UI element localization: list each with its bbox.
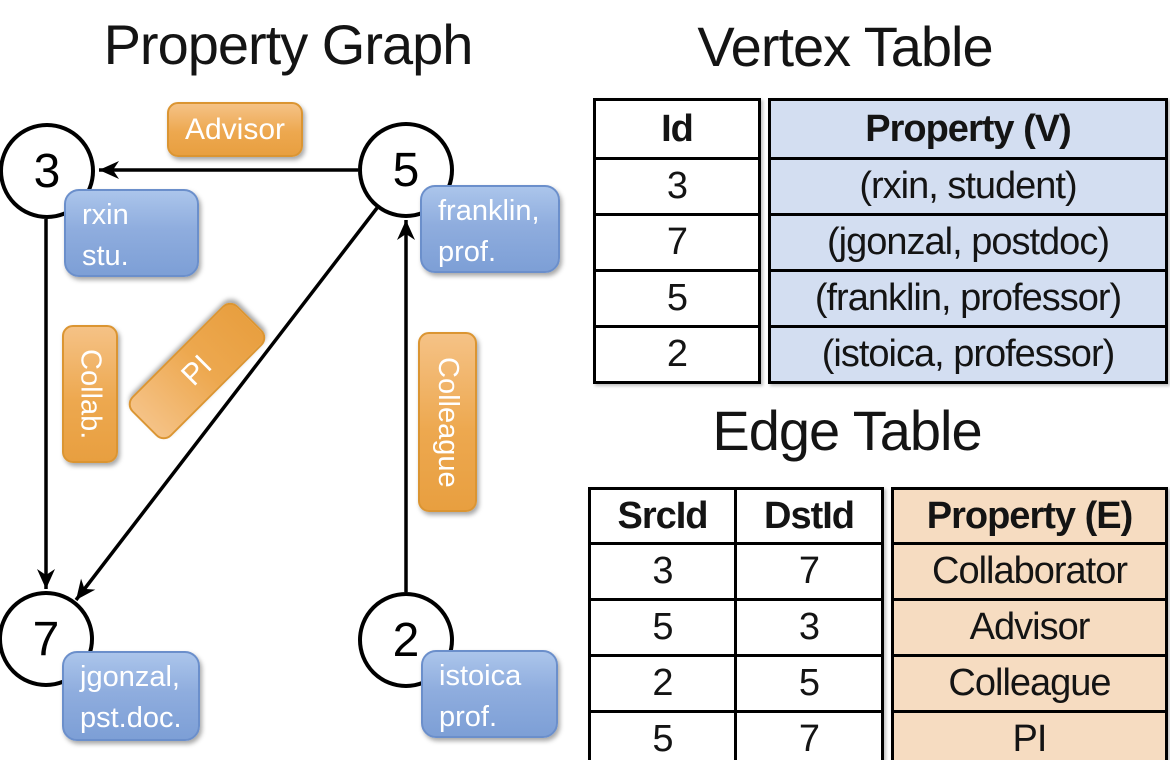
vertex-node-5: 5 xyxy=(358,122,454,218)
property-line: prof. xyxy=(439,701,498,733)
vertex-id: 3 xyxy=(33,144,61,198)
table-cell: 5 xyxy=(591,710,734,760)
edge-table-ids-group: SrcId 3 5 2 5 DstId 7 3 5 7 xyxy=(588,487,884,760)
table-cell: 7 xyxy=(596,213,758,269)
edge-label-collab: Collab. xyxy=(62,325,118,463)
vertex-id: 2 xyxy=(392,613,420,667)
edge-table: SrcId 3 5 2 5 DstId 7 3 5 7 Property (E)… xyxy=(588,487,1168,760)
edge-label-pi: PI xyxy=(124,298,270,444)
table-cell: 5 xyxy=(737,654,881,710)
edge-table-header-property: Property (E) xyxy=(894,490,1165,542)
vertex-property-box-istoica: istoica prof. xyxy=(421,650,558,738)
vertex-table: Id 3 7 5 2 Property (V) (rxin, student) … xyxy=(593,98,1168,384)
vertex-table-property-group: Property (V) (rxin, student) (jgonzal, p… xyxy=(768,98,1168,384)
table-cell: 7 xyxy=(737,542,881,598)
vertex-id: 7 xyxy=(32,612,60,666)
table-cell: 5 xyxy=(591,598,734,654)
edge-table-header-srcid: SrcId xyxy=(617,495,708,537)
edge-label-colleague: Colleague xyxy=(418,332,477,512)
property-line: jgonzal, xyxy=(80,661,180,693)
edge-table-title: Edge Table xyxy=(712,399,982,462)
table-cell: 3 xyxy=(591,542,734,598)
edge-table-property-group: Property (E) Collaborator Advisor Collea… xyxy=(891,487,1168,760)
edge-label-advisor: Advisor xyxy=(167,102,303,157)
vertex-table-id-group: Id 3 7 5 2 xyxy=(593,98,761,384)
vertex-table-header-id: Id xyxy=(661,108,694,150)
property-line: istoica xyxy=(439,660,522,692)
vertex-id: 5 xyxy=(392,143,420,197)
table-cell: (franklin, professor) xyxy=(771,269,1165,325)
vertex-property-box-jgonzal: jgonzal, pst.doc. xyxy=(62,651,200,741)
table-cell: 3 xyxy=(596,157,758,213)
vertex-table-header-property: Property (V) xyxy=(771,101,1165,157)
table-cell: Colleague xyxy=(894,654,1165,710)
vertex-property-box-rxin: rxin stu. xyxy=(64,189,199,277)
table-cell: 5 xyxy=(596,269,758,325)
property-graph-title: Property Graph xyxy=(103,13,474,76)
table-cell: Advisor xyxy=(894,598,1165,654)
table-cell: (rxin, student) xyxy=(771,157,1165,213)
vertex-table-title: Vertex Table xyxy=(697,15,993,78)
table-cell: 2 xyxy=(596,325,758,381)
table-cell: (jgonzal, postdoc) xyxy=(771,213,1165,269)
table-cell: 3 xyxy=(737,598,881,654)
table-cell: Collaborator xyxy=(894,542,1165,598)
edge-table-header-dstid: DstId xyxy=(764,495,855,537)
vertex-property-box-franklin: franklin, prof. xyxy=(420,185,560,273)
property-line: franklin, xyxy=(438,195,540,227)
table-cell: PI xyxy=(894,710,1165,760)
property-line: pst.doc. xyxy=(80,702,182,734)
property-line: stu. xyxy=(82,240,129,272)
vertex-node-3: 3 xyxy=(0,123,95,219)
table-cell: 2 xyxy=(591,654,734,710)
property-line: prof. xyxy=(438,236,497,268)
table-cell: (istoica, professor) xyxy=(771,325,1165,381)
property-line: rxin xyxy=(82,199,129,231)
table-cell: 7 xyxy=(737,710,881,760)
